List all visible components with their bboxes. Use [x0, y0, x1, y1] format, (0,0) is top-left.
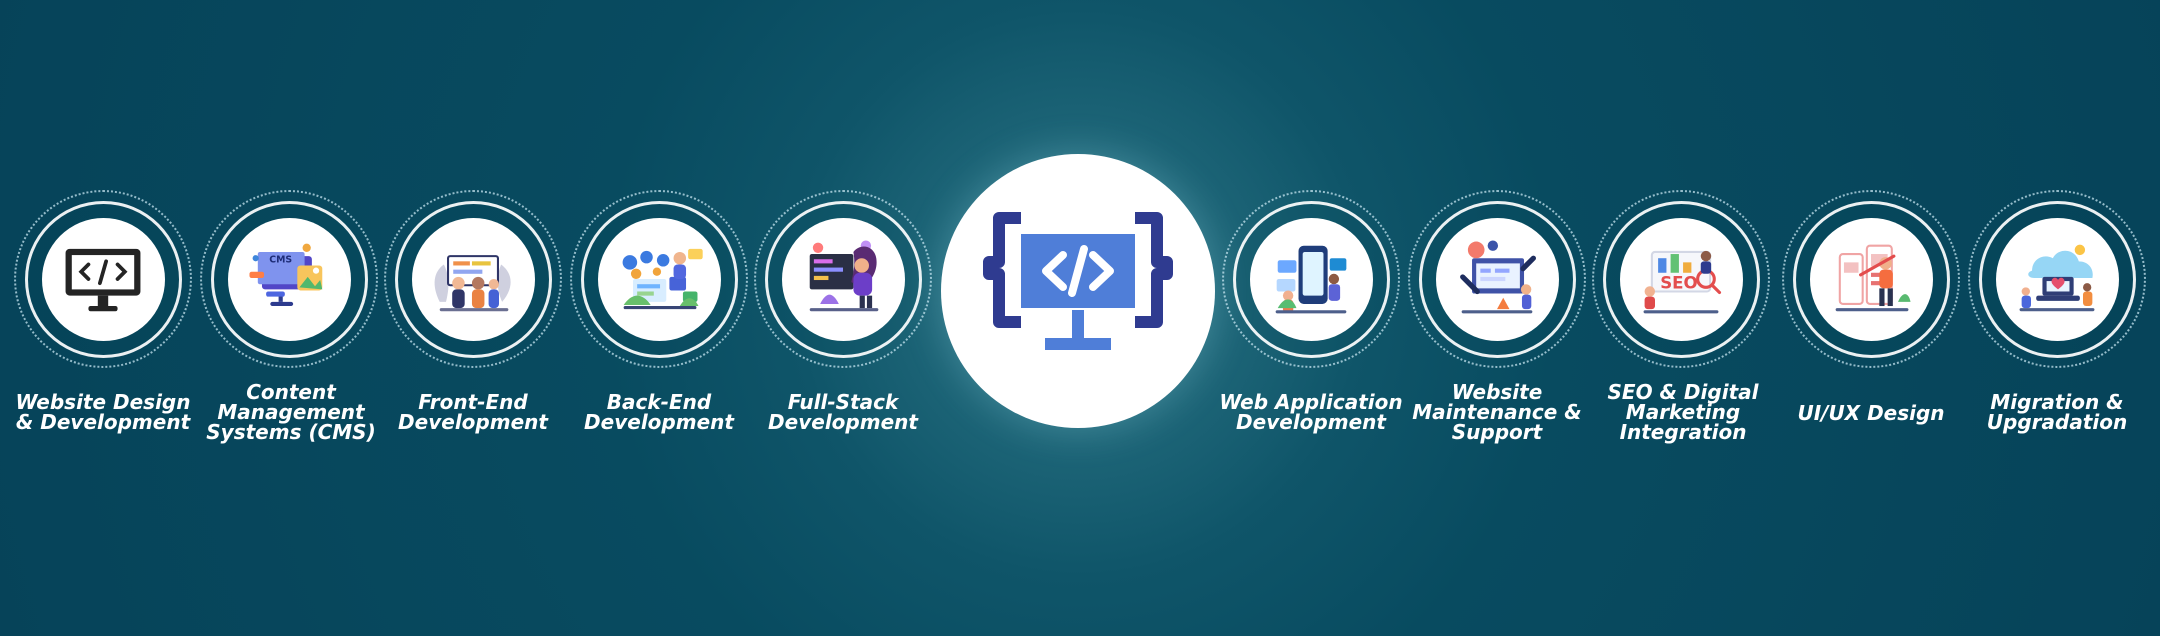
- center-code-monitor-hub: [941, 154, 1215, 428]
- back-end-development-card[interactable]: [570, 190, 748, 368]
- migration-upgradation-label: Migration & Upgradation: [1986, 390, 2128, 434]
- service-ring: SEO: [1602, 200, 1760, 358]
- service-ring: CMS: [210, 200, 368, 358]
- service-ring: [1418, 200, 1576, 358]
- cms-label: Content Management Systems (CMS): [206, 380, 376, 444]
- service-disc: CMS: [227, 217, 351, 341]
- service-ring: [764, 200, 922, 358]
- service-ring: [24, 200, 182, 358]
- service-ring: [394, 200, 552, 358]
- website-design-development-card[interactable]: [14, 190, 192, 368]
- service-disc: [1995, 217, 2119, 341]
- service-disc: [41, 217, 165, 341]
- maintenance-tools-icon: [1460, 240, 1536, 314]
- service-ring: [1232, 200, 1390, 358]
- seo-digital-marketing-integration-card[interactable]: SEO: [1592, 190, 1770, 368]
- service-ring: [1792, 200, 1950, 358]
- fullstack-developer-icon: [809, 240, 879, 312]
- svg-text:SEO: SEO: [1660, 273, 1697, 292]
- cloud-migration-icon: [2019, 244, 2095, 312]
- back-end-development-label: Back-End Development: [584, 390, 734, 434]
- service-disc: [781, 217, 905, 341]
- ui-ux-design-label: UI/UX Design: [1797, 401, 1945, 425]
- ui-ux-design-card[interactable]: [1782, 190, 1960, 368]
- cms-card[interactable]: CMS: [200, 190, 378, 368]
- code-monitor-icon: [65, 248, 141, 312]
- service-ring: [580, 200, 738, 358]
- service-disc: [411, 217, 535, 341]
- front-end-development-card[interactable]: [384, 190, 562, 368]
- backend-gears-icon: [622, 248, 703, 310]
- service-ring: [1978, 200, 2136, 358]
- code-monitor-brackets-icon: [983, 212, 1173, 350]
- service-disc: [1809, 217, 1933, 341]
- web-app-icon: [1275, 245, 1347, 314]
- full-stack-development-label: Full-Stack Development: [768, 390, 918, 434]
- web-application-development-label: Web Application Development: [1219, 390, 1403, 434]
- web-application-development-card[interactable]: [1222, 190, 1400, 368]
- front-end-development-label: Front-End Development: [398, 390, 548, 434]
- frontend-team-icon: [434, 255, 511, 312]
- svg-text:CMS: CMS: [269, 254, 292, 265]
- ui-ux-design-icon: [1835, 244, 1911, 312]
- seo-marketing-icon: SEO: [1643, 250, 1722, 314]
- seo-digital-marketing-integration-label: SEO & Digital Marketing Integration: [1607, 380, 1759, 444]
- service-disc: [1435, 217, 1559, 341]
- website-maintenance-support-label: Website Maintenance & Support: [1412, 380, 1582, 444]
- service-disc: SEO: [1619, 217, 1743, 341]
- migration-upgradation-card[interactable]: [1968, 190, 2146, 368]
- website-design-development-label: Website Design & Development: [15, 390, 191, 434]
- website-maintenance-support-card[interactable]: [1408, 190, 1586, 368]
- full-stack-development-card[interactable]: [754, 190, 932, 368]
- service-disc: [1249, 217, 1373, 341]
- cms-icon: CMS: [249, 243, 323, 307]
- service-disc: [597, 217, 721, 341]
